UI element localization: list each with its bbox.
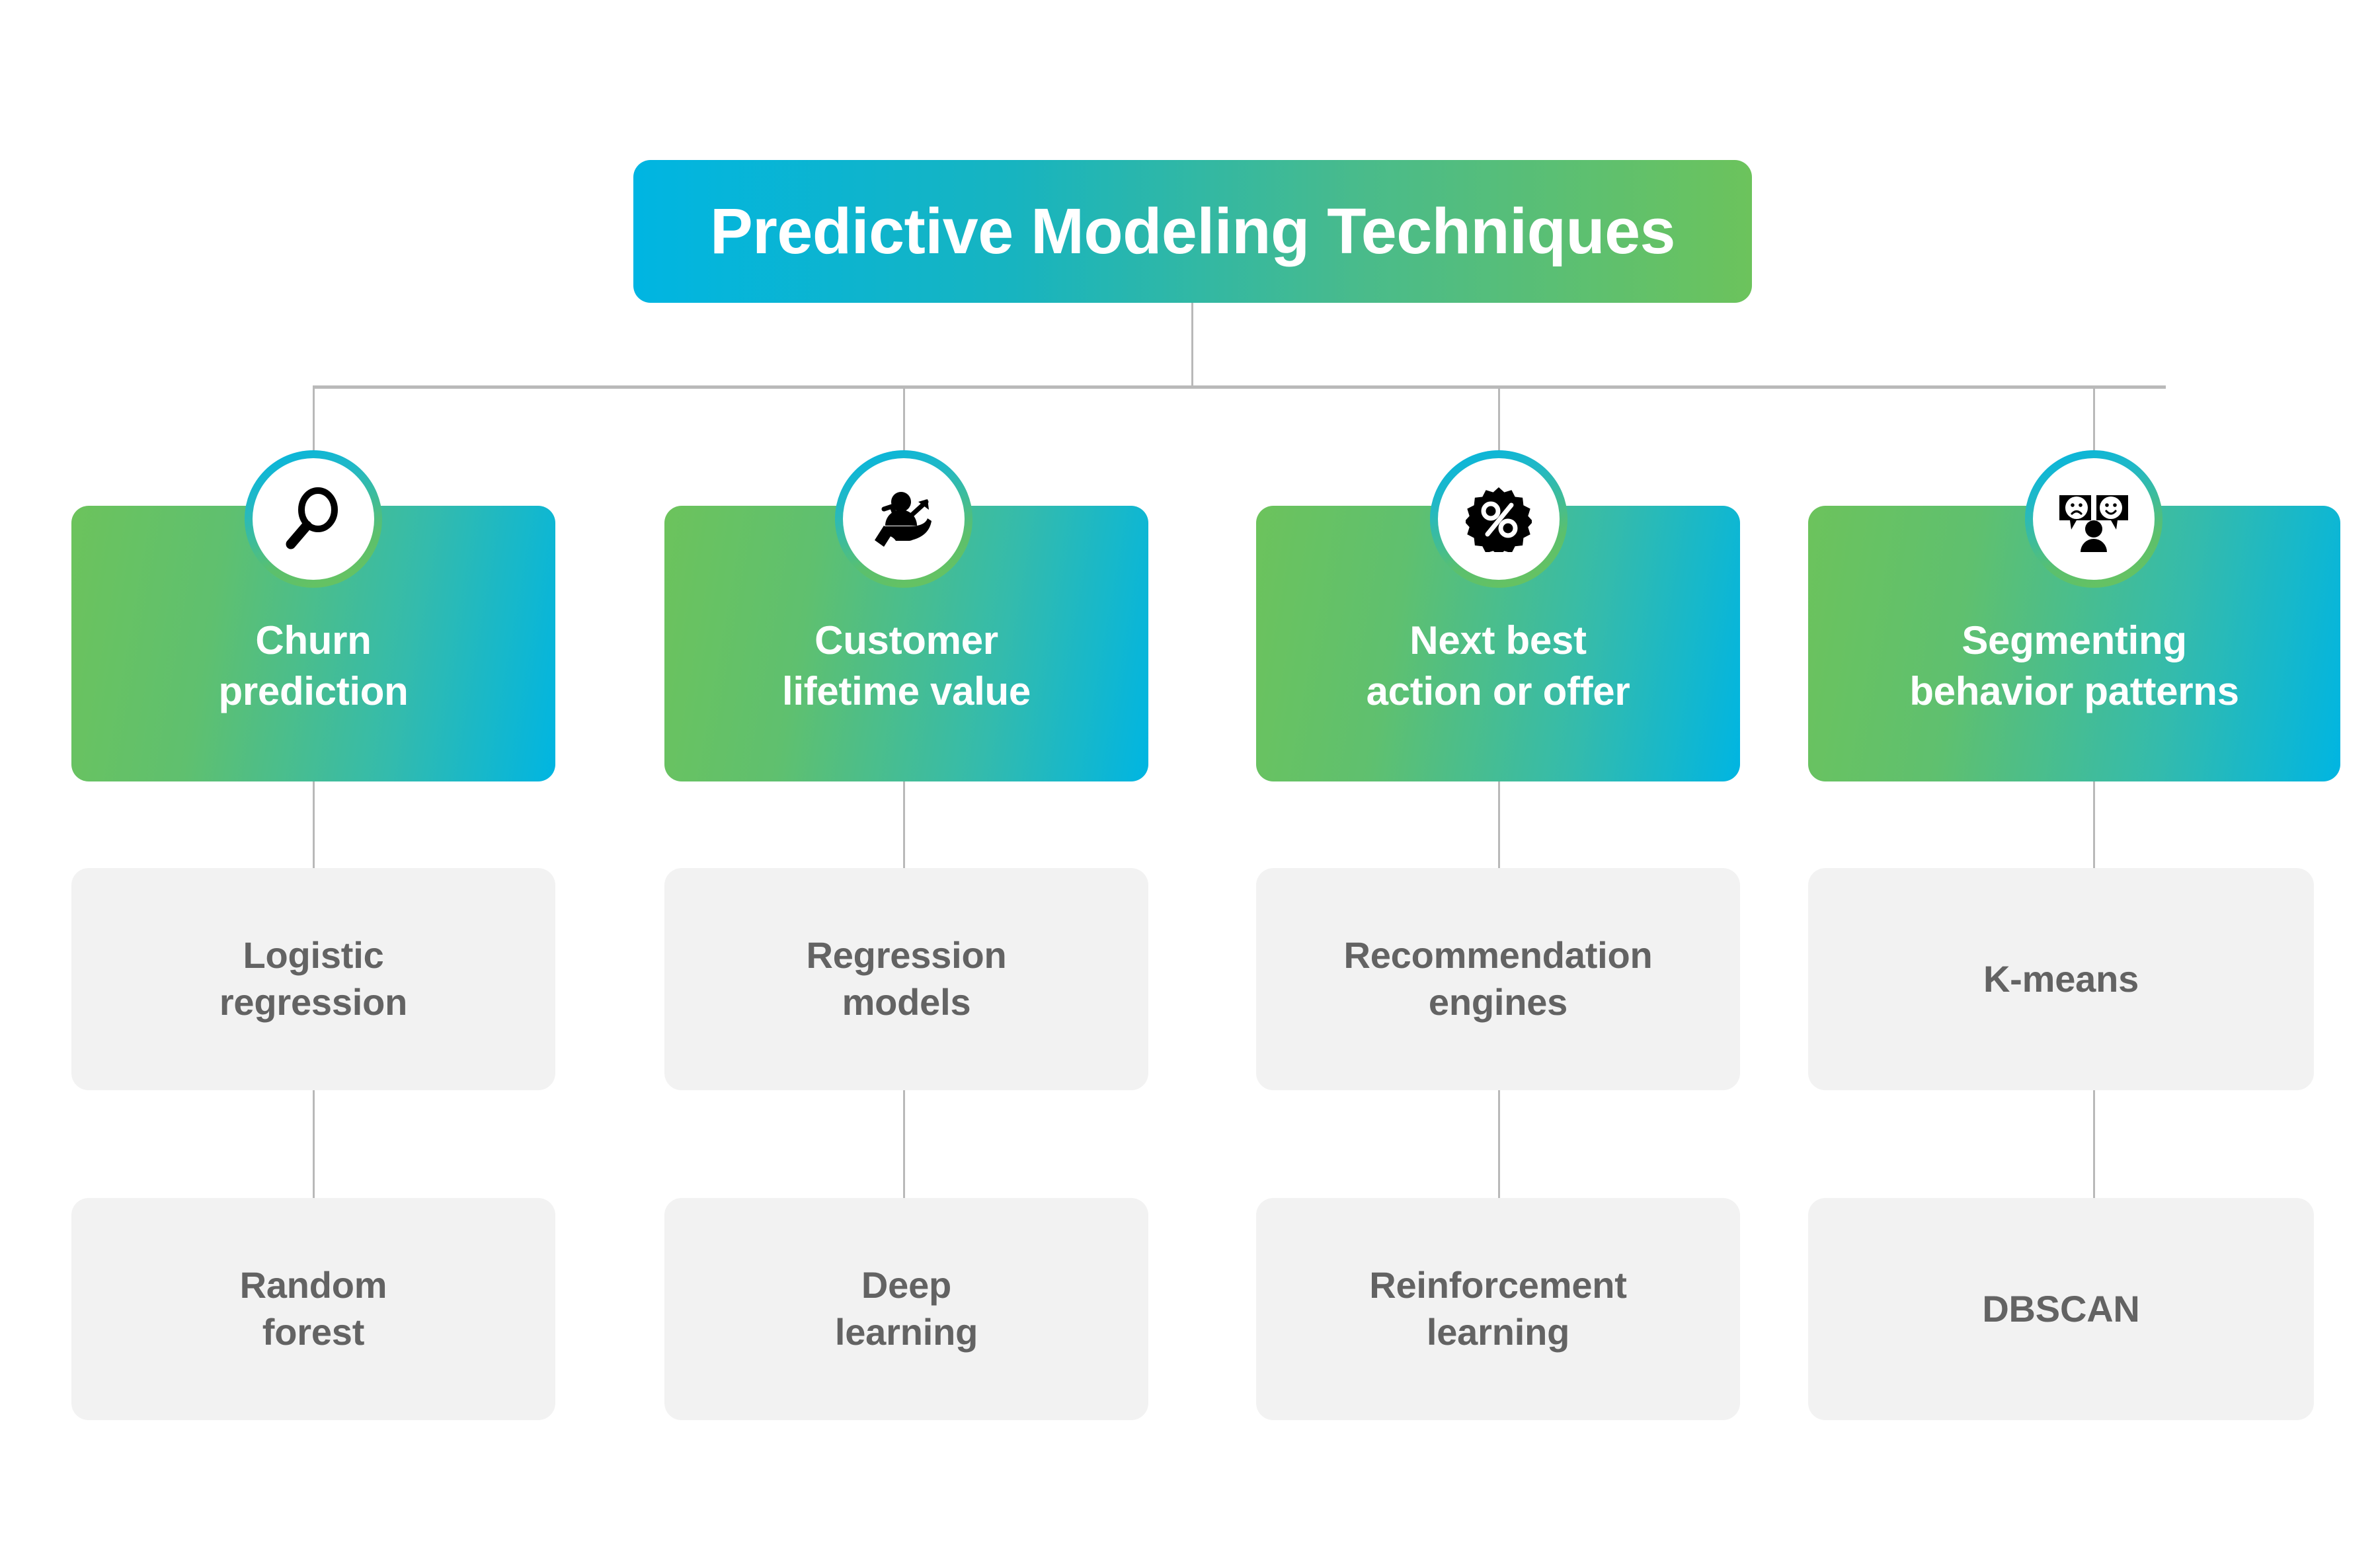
root-node-label: Predictive Modeling Techniques xyxy=(709,195,1676,268)
child-node-2-2-label: Deep learning xyxy=(834,1264,978,1353)
child-node-1-2[interactable]: Random forest xyxy=(71,1198,555,1420)
branch-icon-bubble-1[interactable] xyxy=(245,450,382,588)
percent-badge-icon xyxy=(1438,458,1560,580)
connector-branch-1-to-child-1 xyxy=(313,781,315,869)
connector-bus-to-branch-2 xyxy=(903,385,905,452)
connector-child-4-1-to-child-4-2 xyxy=(2093,1090,2095,1199)
child-node-4-2[interactable]: DBSCAN xyxy=(1808,1198,2314,1420)
child-node-1-1-label: Logistic regression xyxy=(219,934,408,1023)
child-node-2-1-label: Regression models xyxy=(806,934,1007,1023)
connector-branch-4-to-child-1 xyxy=(2093,781,2095,869)
connector-bus-to-branch-3 xyxy=(1498,385,1500,452)
branch-icon-bubble-2[interactable] xyxy=(835,450,972,588)
branch-icon-bubble-4[interactable] xyxy=(2025,450,2162,588)
connector-child-2-1-to-child-2-2 xyxy=(903,1090,905,1199)
branch-node-2-label: Customer lifetime value xyxy=(782,618,1031,713)
branch-node-4[interactable]: Segmenting behavior patterns xyxy=(1808,506,2340,781)
connector-root-to-bus xyxy=(1191,303,1193,387)
branch-node-1-label: Churn prediction xyxy=(218,618,409,713)
child-node-3-1[interactable]: Recommendation engines xyxy=(1256,868,1740,1090)
branch-node-4-label: Segmenting behavior patterns xyxy=(1909,618,2239,713)
child-node-3-2-label: Reinforcement learning xyxy=(1369,1264,1627,1353)
root-node-predictive-modeling-techniques[interactable]: Predictive Modeling Techniques xyxy=(633,160,1752,303)
branch-node-3-label: Next best action or offer xyxy=(1366,618,1630,713)
child-node-4-2-label: DBSCAN xyxy=(1982,1287,2140,1330)
child-node-1-1[interactable]: Logistic regression xyxy=(71,868,555,1090)
connector-branch-3-to-child-1 xyxy=(1498,781,1500,869)
connector-child-1-1-to-child-1-2 xyxy=(313,1090,315,1199)
connector-bus-to-branch-1 xyxy=(313,385,315,452)
child-node-2-1[interactable]: Regression models xyxy=(664,868,1148,1090)
child-node-3-2[interactable]: Reinforcement learning xyxy=(1256,1198,1740,1420)
child-node-3-1-label: Recommendation engines xyxy=(1343,934,1653,1023)
child-node-4-1[interactable]: K-means xyxy=(1808,868,2314,1090)
child-node-4-1-label: K-means xyxy=(1983,957,2139,1000)
branch-icon-bubble-3[interactable] xyxy=(1430,450,1567,588)
child-node-2-2[interactable]: Deep learning xyxy=(664,1198,1148,1420)
magnifier-icon xyxy=(253,458,374,580)
connector-branch-2-to-child-1 xyxy=(903,781,905,869)
sentiment-faces-person-icon xyxy=(2033,458,2155,580)
child-node-1-2-label: Random forest xyxy=(239,1264,387,1353)
person-in-hand-growth-icon xyxy=(843,458,965,580)
branch-node-1[interactable]: Churn prediction xyxy=(71,506,555,781)
connector-bus-to-branch-4 xyxy=(2093,385,2095,452)
connector-horizontal-bus xyxy=(313,385,2166,389)
connector-child-3-1-to-child-3-2 xyxy=(1498,1090,1500,1199)
